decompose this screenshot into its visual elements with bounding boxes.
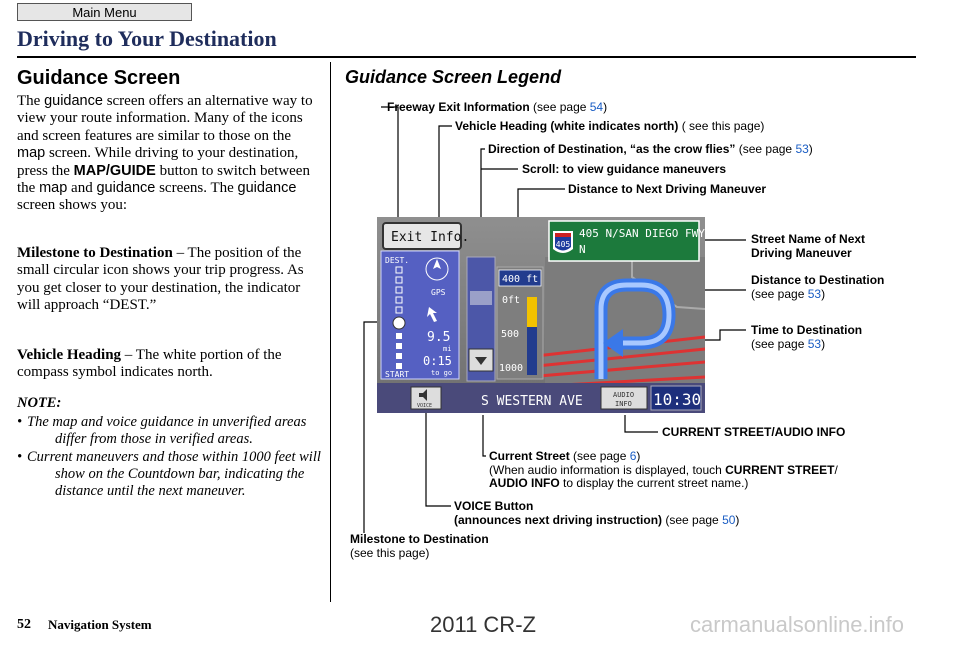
audio-info-line1: AUDIO (613, 391, 634, 399)
speaker-icon (419, 389, 427, 401)
intro-paragraph: The guidance screen offers an alternativ… (17, 93, 313, 214)
gps-label: GPS (431, 288, 446, 297)
chevron-down-icon (475, 357, 487, 365)
freeway-shield: 405 (556, 240, 571, 249)
label-time-destination: Time to Destination(see page 53) (751, 323, 863, 351)
audio-info-line2: INFO (615, 400, 632, 408)
current-street: S WESTERN AVE (481, 394, 583, 409)
voice-label: VOICE (417, 403, 432, 409)
label-scroll: Scroll: to view guidance maneuvers (522, 162, 727, 176)
page-link[interactable]: 53 (807, 336, 822, 351)
route-path (594, 278, 676, 379)
tick-1000: 1000 (499, 363, 523, 374)
zero-ft-label: 0ft (502, 295, 520, 306)
compass-icon (425, 257, 449, 281)
notes: NOTE: The map and voice guidance in unve… (17, 395, 322, 500)
dest-label: DEST. (385, 256, 409, 265)
page-link[interactable]: 6 (629, 449, 637, 463)
page-link[interactable]: 53 (795, 142, 809, 156)
legend-heading: Guidance Screen Legend (345, 67, 562, 87)
guidance-screen: 405 405 N/SAN DIEGO FWY N Exit Info. DES… (377, 217, 705, 413)
page-number: 52 (17, 617, 31, 632)
distance-destination: 9.5 (427, 330, 450, 345)
sign-line-1: 405 N/SAN DIEGO FWY (579, 227, 705, 240)
page-link[interactable]: 50 (722, 512, 736, 527)
mi-label: mi (443, 345, 451, 353)
page-link[interactable]: 53 (807, 286, 822, 301)
audio-info-button[interactable] (600, 386, 648, 410)
label-distance-destination: Distance to Destination(see page 53) (751, 273, 885, 301)
milestone-icon (392, 316, 406, 330)
title-rule (17, 56, 916, 58)
model-watermark: 2011 CR-Z (430, 612, 536, 637)
main-menu-button[interactable]: Main Menu (17, 3, 192, 21)
site-watermark: carmanualsonline.info (690, 612, 905, 637)
exit-info-label: Exit Info. (391, 230, 469, 245)
note-item: The map and voice guidance in unverified… (17, 414, 322, 448)
label-milestone: Milestone to Destination(see this page) (350, 532, 489, 560)
page-title: Driving to Your Destination (17, 26, 277, 51)
column-divider (330, 62, 331, 602)
freeway-sign (548, 220, 700, 262)
time-destination: 0:15 (423, 354, 452, 368)
label-current-street-audio: CURRENT STREET/AUDIO INFO (662, 425, 846, 439)
maneuver-distance: 400 ft (502, 274, 538, 285)
exit-info-button[interactable] (382, 222, 462, 250)
section-heading: Guidance Screen (17, 67, 181, 89)
clock: 10:30 (653, 390, 701, 409)
label-distance-next: Distance to Next Driving Maneuver (568, 182, 767, 196)
countdown-bar (527, 297, 537, 375)
note-item: Current maneuvers and those within 1000 … (17, 449, 322, 501)
footer-section: Navigation System (48, 617, 152, 632)
label-voice-button: VOICE Button (announces next driving ins… (454, 499, 740, 527)
label-direction: Direction of Destination, “as the crow f… (488, 142, 813, 156)
label-freeway-exit: Freeway Exit Information (see page 54) (387, 100, 608, 114)
vehicle-heading-paragraph: Vehicle Heading – The white portion of t… (17, 347, 282, 381)
page-link[interactable]: 54 (589, 100, 604, 114)
sign-line-2: N (579, 243, 586, 256)
to-go-label: to go (431, 369, 452, 377)
milestone-paragraph: Milestone to Destination – The position … (17, 245, 304, 314)
milestone-bar (395, 266, 403, 314)
label-vehicle-heading: Vehicle Heading (white indicates north) … (455, 119, 765, 133)
start-label: START (385, 370, 409, 379)
tick-500: 500 (501, 329, 519, 340)
label-current-street: Current Street (see page 6) (When audio … (489, 449, 838, 490)
scroll-up-button[interactable] (470, 291, 492, 305)
direction-arrow-icon (427, 307, 437, 322)
